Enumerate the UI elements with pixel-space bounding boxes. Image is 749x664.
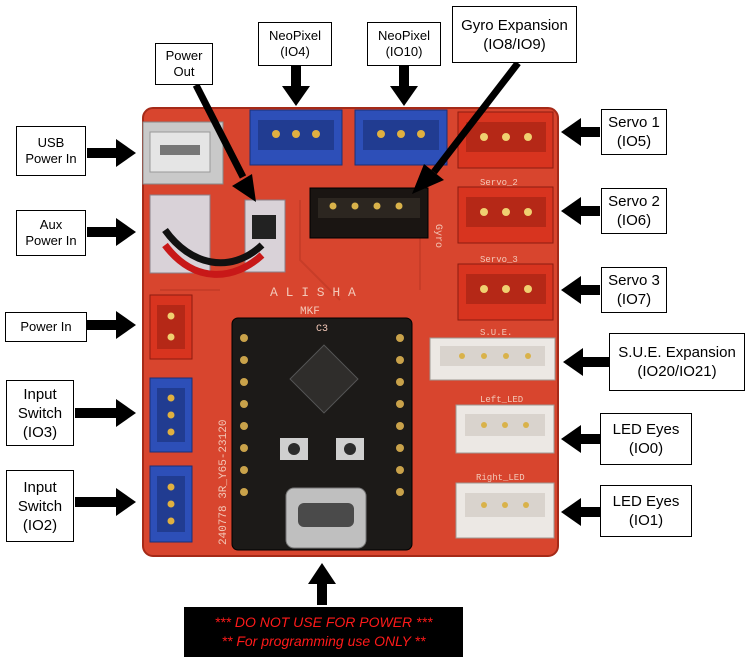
aux-power-connector [149,194,286,278]
arrow-usb-c [308,563,336,605]
label-neopixel-io10: NeoPixel (IO10) [367,22,441,66]
silk-left-led: Left_LED [480,395,523,405]
label-neopixel-io4: NeoPixel (IO4) [258,22,332,66]
label-led-eyes-io1: LED Eyes (IO1) [600,485,692,537]
silk-chip-ref: C3 [316,324,328,335]
arrow-aux [87,218,136,246]
arrow-switch-io3 [75,399,136,427]
label-gyro-expansion: Gyro Expansion (IO8/IO9) [452,6,577,63]
arrow-neopixel-io10 [390,66,418,106]
arrows [75,66,609,605]
label-usb-power-in: USB Power In [16,126,86,176]
silk-serial: 240778 3R_Y65-23120 [218,420,230,545]
neopixel-connector-io10 [354,109,448,166]
label-input-switch-io3: Input Switch (IO3) [6,380,74,446]
arrow-servo3 [561,276,600,304]
gyro-connector [309,187,429,239]
arrow-power-in [87,311,136,339]
silk-right-led: Right_LED [476,473,525,483]
led-eyes-connectors [455,404,555,539]
arrow-power-out-head [232,174,256,202]
arrow-servo2 [561,197,600,225]
arrow-led-io1 [561,498,600,526]
silk-servo2: Servo_2 [480,178,518,188]
label-sue-expansion: S.U.E. Expansion (IO20/IO21) [609,333,745,391]
servo-connectors [457,111,554,321]
usb-warning-banner: *** DO NOT USE FOR POWER *** ** For prog… [184,607,463,657]
silk-servo3: Servo_3 [480,255,518,265]
arrow-switch-io2 [75,488,136,516]
label-aux-power-in: Aux Power In [16,210,86,256]
label-servo1: Servo 1 (IO5) [601,109,667,155]
silk-maker: MKF [300,306,320,318]
usb-connector [142,121,224,185]
silk-board-name: A L I S H A [270,285,356,300]
neopixel-connector-io4 [249,109,343,166]
arrow-gyro-head [412,164,444,194]
sue-connector [429,337,556,381]
arrow-usb [87,139,136,167]
label-servo3: Servo 3 (IO7) [601,267,667,313]
input-switch-connectors [149,377,193,543]
warning-line-1: *** DO NOT USE FOR POWER *** [214,614,433,630]
label-led-eyes-io0: LED Eyes (IO0) [600,413,692,465]
arrow-servo1 [561,118,600,146]
microcontroller-module [231,317,413,551]
silk-gyro: Gyro [432,224,443,248]
power-in-connector [149,294,193,360]
warning-line-2: ** For programming use ONLY ** [221,633,426,649]
label-input-switch-io2: Input Switch (IO2) [6,470,74,542]
arrow-neopixel-io4 [282,66,310,106]
silk-sue: S.U.E. [480,328,512,338]
label-servo2: Servo 2 (IO6) [601,188,667,234]
arrow-sue [563,348,609,376]
label-power-in: Power In [5,312,87,342]
diagonal-arrows [192,60,521,179]
label-power-out: Power Out [155,43,213,85]
arrow-led-io0 [561,425,600,453]
